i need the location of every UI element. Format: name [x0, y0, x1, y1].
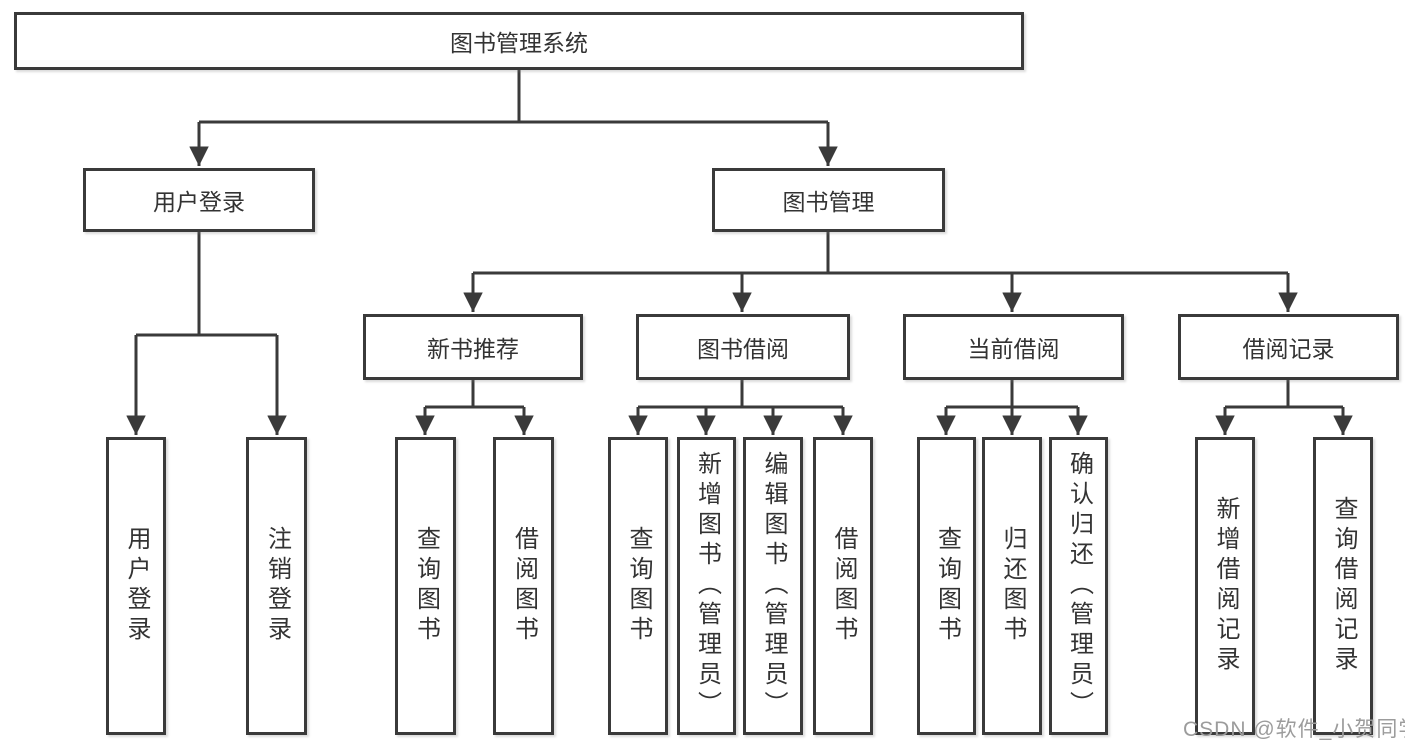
leaf-cb-return-books: 归还图书 [982, 437, 1042, 735]
node-label: 查询借阅记录 [1330, 496, 1357, 676]
node-label: 借阅图书 [830, 526, 857, 646]
node-label: 注销登录 [263, 526, 291, 646]
csdn-watermark: CSDN @软件_小贺同学 [1183, 718, 1405, 741]
node-user-login: 用户登录 [83, 168, 315, 232]
leaf-br-query-borrow-record: 查询借阅记录 [1313, 437, 1373, 735]
node-label: 查询图书 [625, 526, 652, 646]
connector-skeleton [136, 70, 1343, 409]
node-book-borrow: 图书借阅 [636, 314, 850, 380]
node-current-borrow: 当前借阅 [903, 314, 1124, 380]
leaf-user-login: 用户登录 [106, 437, 166, 735]
leaf-bb-query-books: 查询图书 [608, 437, 668, 735]
node-label: 确认归还（管理员） [1065, 451, 1093, 721]
node-label: 新增借阅记录 [1212, 496, 1239, 676]
node-label: 图书借阅 [697, 336, 789, 362]
node-borrow-records: 借阅记录 [1178, 314, 1399, 380]
node-label: 图书管理系统 [450, 30, 588, 56]
node-label: 用户登录 [153, 189, 245, 215]
leaf-cb-confirm-return-admin: 确认归还（管理员） [1049, 437, 1108, 735]
node-new-book-recommend: 新书推荐 [363, 314, 583, 380]
leaf-nbr-borrow-books: 借阅图书 [493, 437, 554, 735]
leaf-logout: 注销登录 [246, 437, 307, 735]
node-label: 借阅图书 [510, 526, 538, 646]
node-label: 新书推荐 [427, 336, 519, 362]
node-label: 编辑图书（管理员） [760, 451, 787, 721]
leaf-br-add-borrow-record: 新增借阅记录 [1195, 437, 1255, 735]
node-label: 新增图书（管理员） [693, 451, 721, 721]
leaf-bb-borrow-books: 借阅图书 [813, 437, 873, 735]
leaf-cb-query-books: 查询图书 [917, 437, 976, 735]
node-book-management: 图书管理 [712, 168, 945, 232]
leaf-nbr-query-books: 查询图书 [395, 437, 456, 735]
node-label: 归还图书 [999, 526, 1026, 646]
node-label: 借阅记录 [1242, 336, 1335, 362]
node-label: 用户登录 [123, 526, 150, 646]
node-label: 当前借阅 [967, 336, 1060, 362]
leaf-bb-add-books-admin: 新增图书（管理员） [677, 437, 736, 735]
node-label: 查询图书 [412, 526, 440, 646]
node-label: 图书管理 [782, 189, 875, 215]
leaf-bb-edit-books-admin: 编辑图书（管理员） [743, 437, 803, 735]
node-library-management-system: 图书管理系统 [14, 12, 1024, 70]
node-label: 查询图书 [933, 526, 961, 646]
